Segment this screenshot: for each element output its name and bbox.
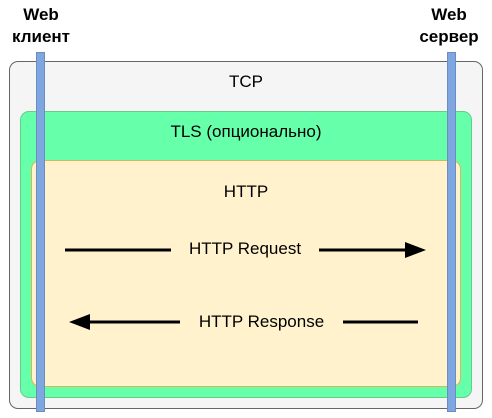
web-server-label-line2: сервер <box>419 27 479 46</box>
web-server-lifeline <box>447 52 456 412</box>
web-client-lifeline <box>36 52 45 412</box>
web-server-label-line1: Web <box>431 5 467 24</box>
web-server-label: Web сервер <box>394 4 492 48</box>
request-arrow-head <box>405 242 426 258</box>
http-layer-box <box>31 160 461 387</box>
http-response-label: HTTP Response <box>180 312 343 332</box>
http-request-label: HTTP Request <box>171 239 319 259</box>
tls-layer-title: TLS (опционально) <box>170 122 322 141</box>
web-client-label: Web клиент <box>0 4 96 48</box>
tcp-layer-title: TCP <box>229 72 263 91</box>
web-client-label-line2: клиент <box>11 27 70 46</box>
http-layer-title: HTTP <box>223 182 269 201</box>
web-client-label-line1: Web <box>23 5 59 24</box>
response-arrow-head <box>69 314 90 330</box>
